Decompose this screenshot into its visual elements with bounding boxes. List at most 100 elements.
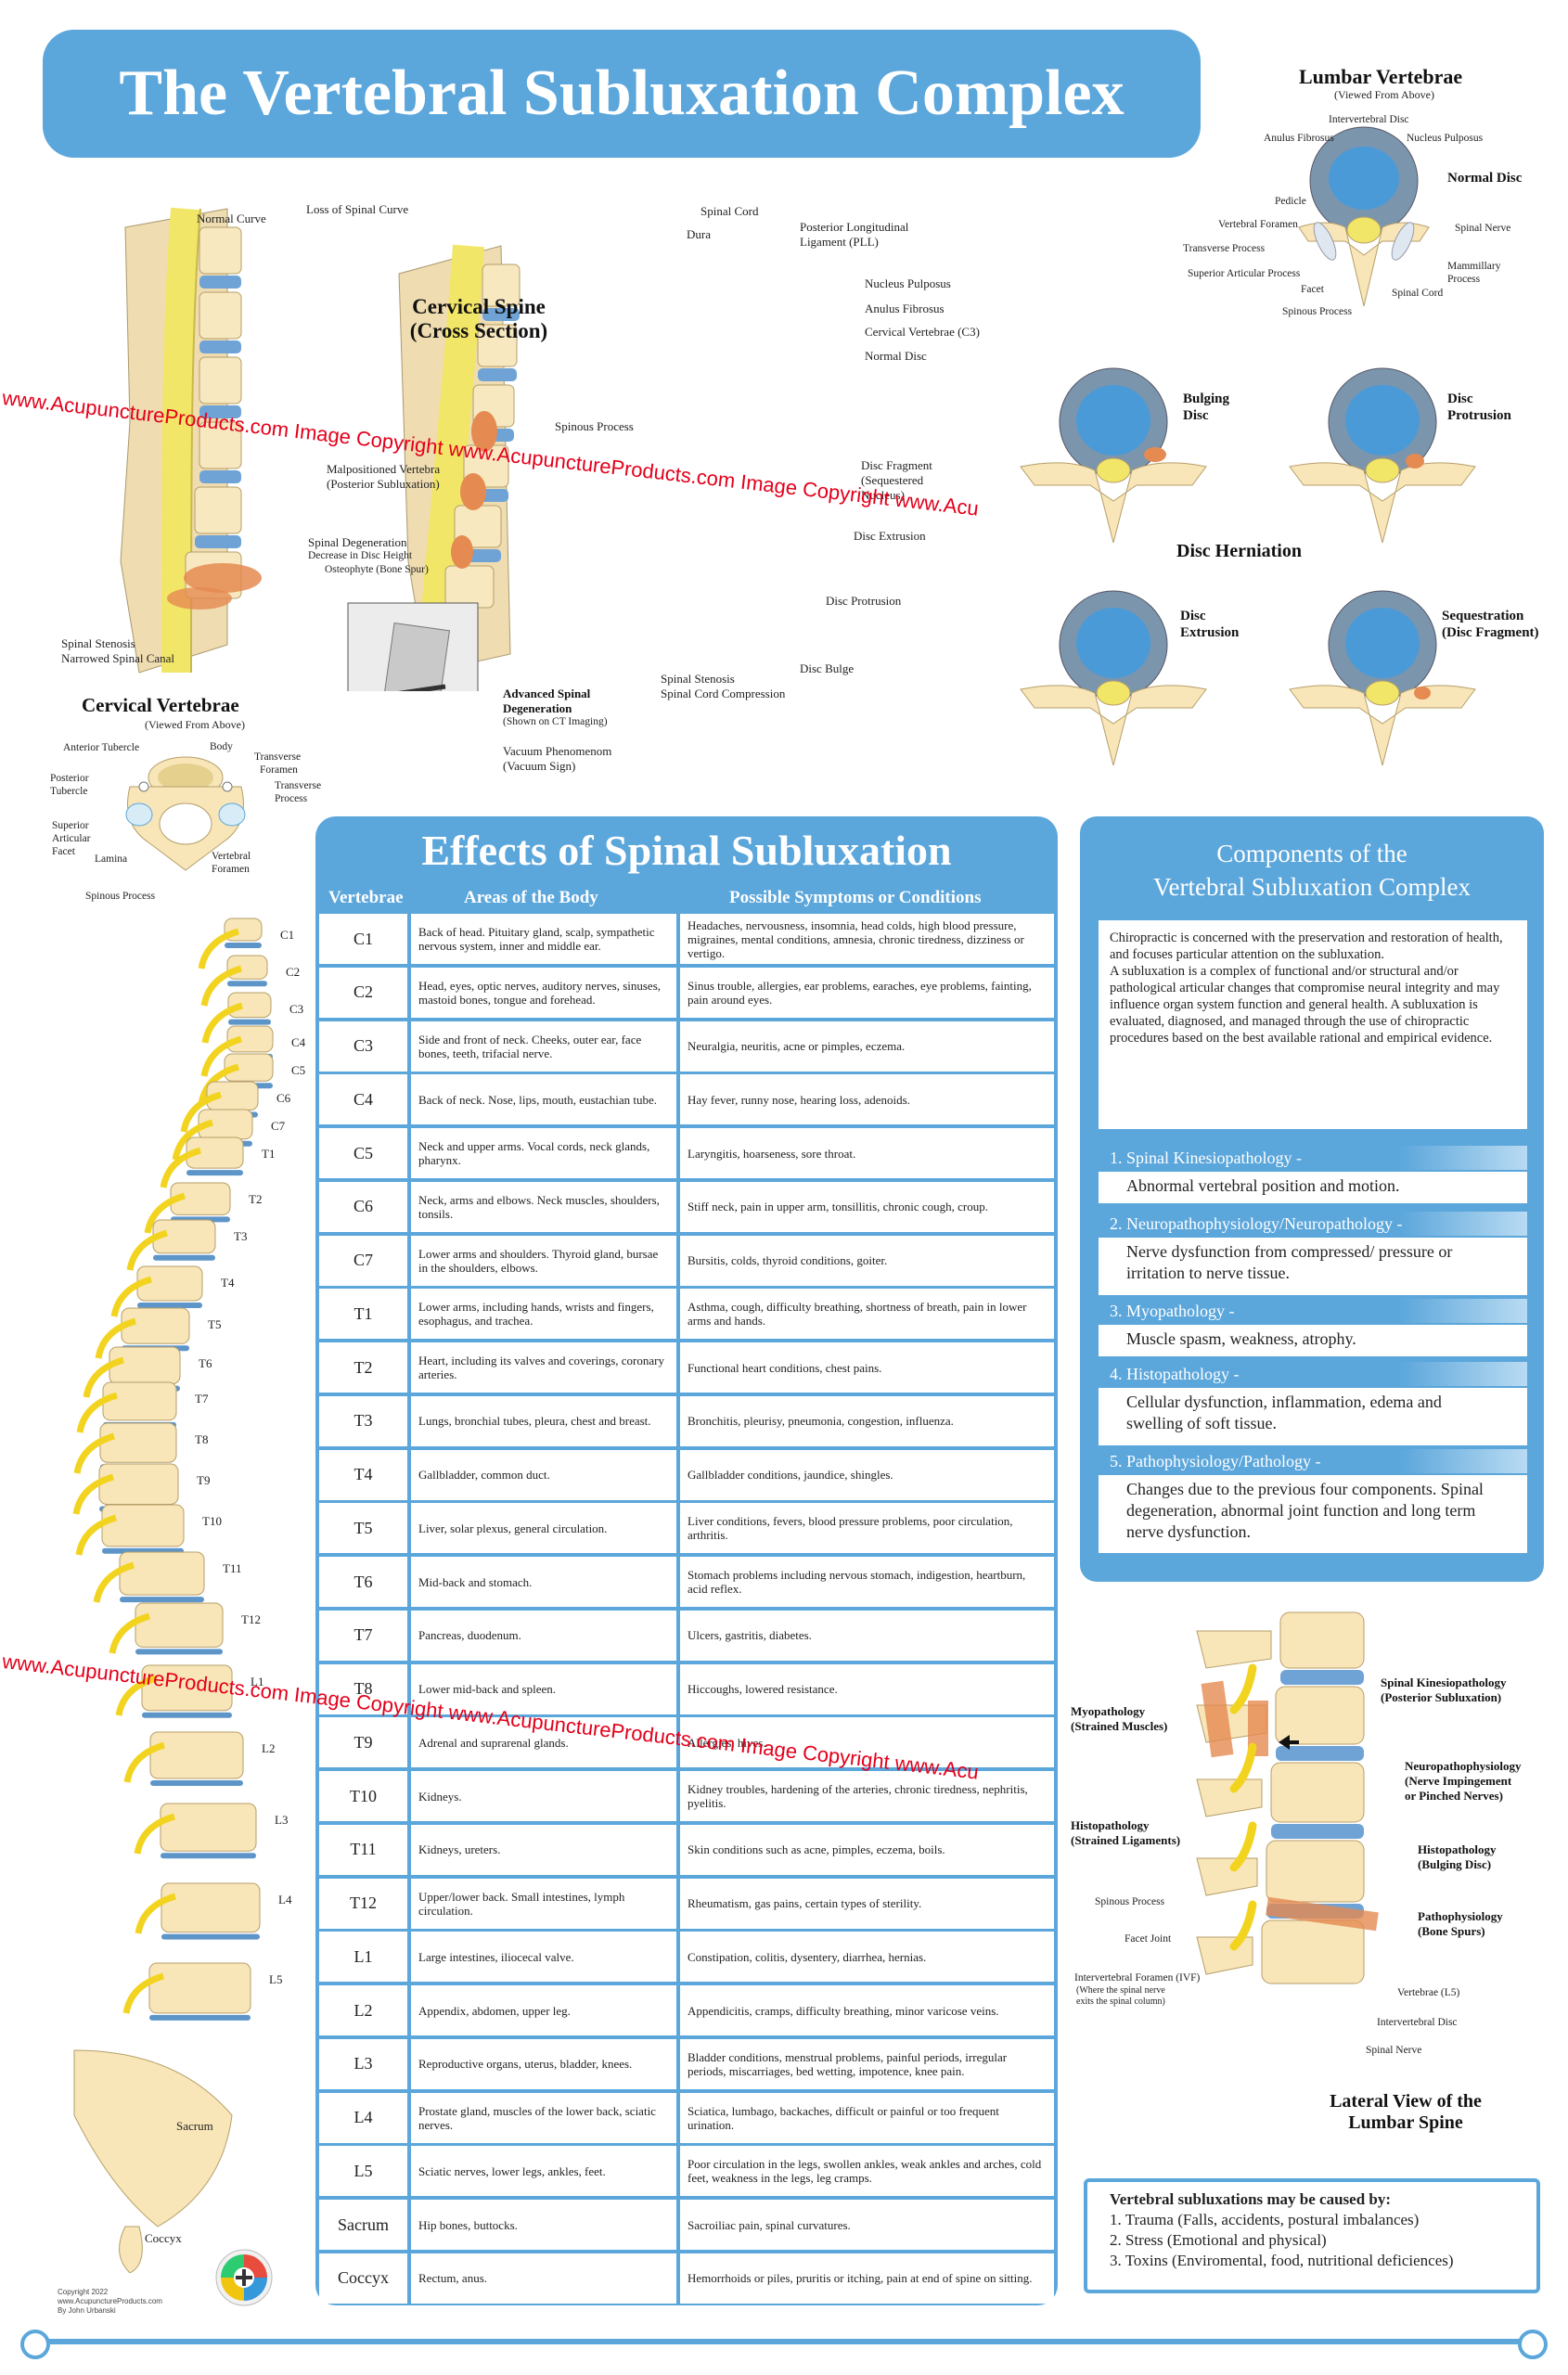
intro-p2: A subluxation is a complex of functional… xyxy=(1110,964,1500,1046)
vertebra-body xyxy=(160,1803,257,1852)
component-heading: 4. Histopathology - xyxy=(1099,1362,1527,1386)
component-body: Cellular dysfunction, inflammation, edem… xyxy=(1099,1388,1527,1445)
label-nucleus2: Nucleus) xyxy=(861,488,905,502)
cell-symptom: Headaches, nervousness, insomnia, head c… xyxy=(680,914,1054,964)
lv-superior: Superior Articular Process xyxy=(1188,268,1301,279)
bottom-dot-right xyxy=(1518,2330,1548,2359)
cell-symptom: Sinus trouble, allergies, ear problems, … xyxy=(680,967,1054,1018)
cell-vertebra: L5 xyxy=(319,2146,407,2197)
label-adv: Advanced Spinal xyxy=(503,687,591,700)
cell-vertebra: T8 xyxy=(319,1663,407,1714)
label-dura: Dura xyxy=(687,227,711,241)
cell-vertebra: C7 xyxy=(319,1235,407,1286)
lv-mammillary: Mammillary xyxy=(1447,261,1501,272)
label-anulus: Anulus Fibrosus xyxy=(865,302,945,315)
components-title-line2: Vertebral Subluxation Complex xyxy=(1153,873,1471,901)
lat-ivf: Intervertebral Foramen (IVF) xyxy=(1074,1972,1201,1983)
col-vertebrae: Vertebrae xyxy=(328,888,404,907)
cause-3: 3. Toxins (Enviromental, food, nutrition… xyxy=(1110,2252,1454,2269)
cause-1: 1. Trauma (Falls, accidents, postural im… xyxy=(1110,2211,1420,2228)
label-decrease-disc: Decrease in Disc Height xyxy=(308,550,413,561)
spine-label-l2: L2 xyxy=(262,1741,276,1755)
label-protrusion: Disc Protrusion xyxy=(826,594,902,608)
intervertebral-disc xyxy=(150,1780,243,1786)
cell-vertebra: L1 xyxy=(319,1932,407,1983)
cell-area: Kidneys. xyxy=(411,1771,676,1821)
intervertebral-disc xyxy=(142,1712,232,1718)
label-stenosis2: Spinal Stenosis xyxy=(661,672,735,686)
cell-vertebra: C3 xyxy=(319,1021,407,1072)
label-normal-curve: Normal Curve xyxy=(197,212,266,225)
spine-label-t4: T4 xyxy=(221,1276,235,1290)
lat-histo-r: Histopathology xyxy=(1418,1842,1497,1856)
disc-herniation-diagrams xyxy=(1020,367,1476,766)
protrusion-label: Disc xyxy=(1447,392,1473,406)
lat-myo2: (Strained Muscles) xyxy=(1071,1719,1168,1733)
cell-area: Gallbladder, common duct. xyxy=(411,1449,676,1500)
cell-vertebra: T5 xyxy=(319,1503,407,1554)
lat-ivf3: exits the spinal column) xyxy=(1076,1996,1165,2007)
bulging-disc xyxy=(1020,367,1207,544)
cell-symptom: Bladder conditions, menstrual problems, … xyxy=(680,2038,1054,2089)
spine-label-c3: C3 xyxy=(289,1002,304,1016)
cv-label-tp: Transverse xyxy=(275,780,322,791)
cell-symptom: Gallbladder conditions, jaundice, shingl… xyxy=(680,1449,1054,1500)
lat-ivf2: (Where the spinal nerve xyxy=(1076,1985,1165,1996)
lateral-lumbar-diagram xyxy=(1196,1611,1379,1984)
lat-facet: Facet Joint xyxy=(1125,1933,1172,1945)
causes-heading: Vertebral subluxations may be caused by: xyxy=(1110,2190,1392,2208)
lv-spinal-nerve: Spinal Nerve xyxy=(1455,223,1511,234)
spine-label-t1: T1 xyxy=(262,1147,276,1161)
col-areas: Areas of the Body xyxy=(464,888,598,907)
causes-box: Vertebral subluxations may be caused by:… xyxy=(1084,2178,1540,2293)
cervical-spine-subtitle: (Cross Section) xyxy=(409,319,548,342)
spine-label-l4: L4 xyxy=(278,1893,292,1906)
cell-symptom: Ulcers, gastritis, diabetes. xyxy=(680,1610,1054,1661)
spine-label-c1: C1 xyxy=(280,928,295,942)
cell-area: Kidneys, ureters. xyxy=(411,1824,676,1875)
page-title: The Vertebral Subluxation Complex xyxy=(119,58,1125,129)
cell-area: Large intestines, iliocecal valve. xyxy=(411,1932,676,1983)
cell-area: Mid-back and stomach. xyxy=(411,1557,676,1607)
lat-disc: Intervertebral Disc xyxy=(1377,2017,1458,2028)
spine-label-l5: L5 xyxy=(269,1972,283,1986)
spinal-nerve xyxy=(123,1741,166,1783)
cv-label-tp2: Process xyxy=(275,793,308,804)
label-c3: Cervical Vertebrae (C3) xyxy=(865,325,980,339)
bottom-dot-left xyxy=(20,2330,50,2359)
spine-label-t12: T12 xyxy=(241,1612,261,1626)
cell-symptom: Appendicitis, cramps, difficulty breathi… xyxy=(680,1985,1054,2035)
cv-label-body: Body xyxy=(210,741,233,752)
lat-patho: Pathophysiology xyxy=(1418,1909,1503,1923)
components-intro: Chiropractic is concerned with the prese… xyxy=(1099,920,1527,1129)
effects-title: Effects of Spinal Subluxation xyxy=(421,827,952,874)
spinal-nerve xyxy=(73,1432,116,1474)
extrusion-label: Disc xyxy=(1180,609,1206,623)
spinal-nerve xyxy=(93,1561,135,1603)
intervertebral-disc xyxy=(153,1254,215,1261)
label-nucleus: Nucleus Pulposus xyxy=(865,276,951,290)
protrusion-disc xyxy=(1289,367,1476,544)
spinal-nerve xyxy=(144,1192,186,1234)
intervertebral-disc xyxy=(149,2014,251,2021)
cell-symptom: Hay fever, runny nose, hearing loss, ade… xyxy=(680,1074,1054,1125)
label-loss-curve: Loss of Spinal Curve xyxy=(306,202,409,216)
spinal-nerve xyxy=(76,1392,119,1433)
cv-label-facet: Facet xyxy=(52,846,75,857)
label-pll: Posterior Longitudinal xyxy=(800,220,909,234)
vertebra-body xyxy=(109,1346,181,1385)
spine-label-l1: L1 xyxy=(251,1675,264,1688)
spine-label-c4: C4 xyxy=(291,1035,306,1049)
cell-area: Upper/lower back. Small intestines, lymp… xyxy=(411,1878,676,1929)
vertebra-body xyxy=(121,1307,190,1344)
cell-symptom: Allergies, hives. xyxy=(680,1717,1054,1768)
spine-label-l3: L3 xyxy=(275,1813,289,1827)
sequestration-label2: (Disc Fragment) xyxy=(1442,625,1539,640)
lat-l5: Vertebrae (L5) xyxy=(1397,1987,1460,1998)
lv-nucleus: Nucleus Pulposus xyxy=(1407,133,1484,144)
vertebra-body xyxy=(99,1422,177,1463)
